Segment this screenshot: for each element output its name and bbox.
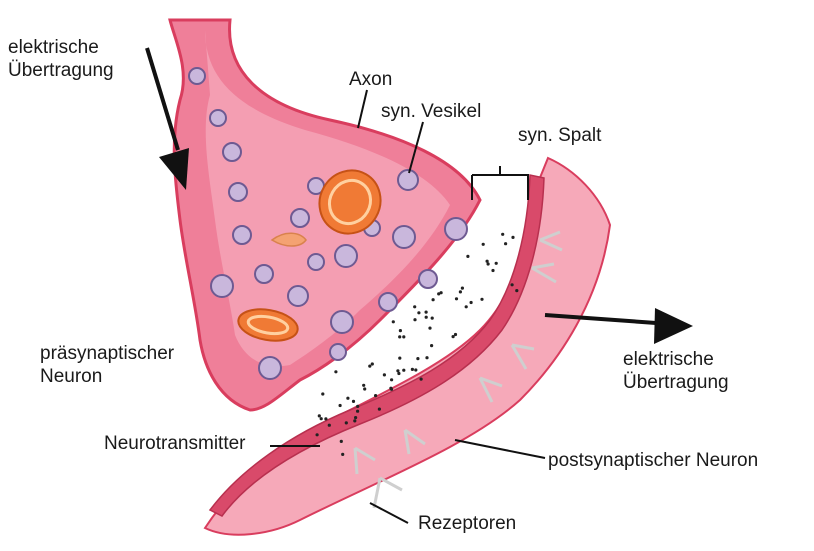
neurotransmitter-dot [425,311,428,314]
neurotransmitter-dot [459,290,462,293]
neurotransmitter-dot [413,318,416,321]
neurotransmitter-dot [510,283,513,286]
neurotransmitter-dot [353,419,356,422]
neurotransmitter-dot [374,394,377,397]
neurotransmitter-dot [454,333,457,336]
neurotransmitter-dot [455,297,458,300]
neurotransmitter-dot [339,404,342,407]
neurotransmitter-dot [425,356,428,359]
neurotransmitter-dot [362,384,365,387]
neurotransmitter-dot [352,400,355,403]
neurotransmitter-dot [341,453,344,456]
neurotransmitter-dot [368,365,371,368]
neurotransmitter-dot [437,292,440,295]
neurotransmitter-dot [482,243,485,246]
neurotransmitter-dot [466,255,469,258]
neurotransmitter-dot [470,301,473,304]
label-receptors: Rezeptoren [418,512,516,535]
neurotransmitter-dot [487,262,490,265]
label-axon: Axon [349,68,392,91]
neurotransmitter-dot [515,289,518,292]
neurotransmitter-dot [495,262,498,265]
label-postsynaptic: postsynaptischer Neuron [548,449,758,472]
neurotransmitter-dot [491,269,494,272]
label-vesicle: syn. Vesikel [381,100,481,123]
neurotransmitter-dot [354,416,357,419]
neurotransmitter-dot [504,242,507,245]
neurotransmitter-dot [334,370,337,373]
neurotransmitter-dot [371,362,374,365]
neurotransmitter-dot [398,335,401,338]
neurotransmitter-dot [328,424,331,427]
neurotransmitter-dot [414,368,417,371]
neurotransmitter-dot [398,357,401,360]
neurotransmitter-dot [340,440,343,443]
neurotransmitter-dot [318,414,321,417]
neurotransmitter-dot [428,327,431,330]
label-neurotransmitter: Neurotransmitter [104,432,246,455]
neurotransmitter-dot [324,417,327,420]
label-cleft: syn. Spalt [518,124,601,147]
neurotransmitter-dot [411,368,414,371]
neurotransmitter-dot [465,305,468,308]
neurotransmitter-dot [402,369,405,372]
neurotransmitter-dot [346,397,349,400]
neurotransmitter-dot [356,410,359,413]
label-electrical-out: elektrische Übertragung [623,348,729,394]
neurotransmitter-dot [402,335,405,338]
neurotransmitter-dot [452,335,455,338]
neurotransmitter-dot [356,405,359,408]
neurotransmitter-dot [389,387,392,390]
neurotransmitter-dot [501,233,504,236]
neurotransmitter-dot [413,305,416,308]
neurotransmitter-dot [399,329,402,332]
neurotransmitter-dot [486,260,489,263]
neurotransmitter-dot [390,378,393,381]
neurotransmitter-dot [432,298,435,301]
label-presynaptic: präsynaptischer Neuron [40,342,174,388]
neurotransmitter-dot [321,392,324,395]
neurotransmitter-dot [511,236,514,239]
label-electrical-in: elektrische Übertragung [8,36,114,82]
neurotransmitter-dot [378,408,381,411]
neurotransmitter-dot [320,417,323,420]
neurotransmitter-dot [425,316,428,319]
neurotransmitter-dot [416,357,419,360]
neurotransmitter-dot [431,317,434,320]
neurotransmitter-dot [417,311,420,314]
neurotransmitter-dot [363,387,366,390]
neurotransmitter-dot [392,320,395,323]
neurotransmitter-dot [420,378,423,381]
neurotransmitter-dot [461,287,464,290]
neurotransmitter-dot [397,372,400,375]
neurotransmitter-dot [316,433,319,436]
neurotransmitter-dot [383,373,386,376]
neurotransmitter-dot [480,298,483,301]
neurotransmitter-dot [430,344,433,347]
neurotransmitter-dot [345,421,348,424]
